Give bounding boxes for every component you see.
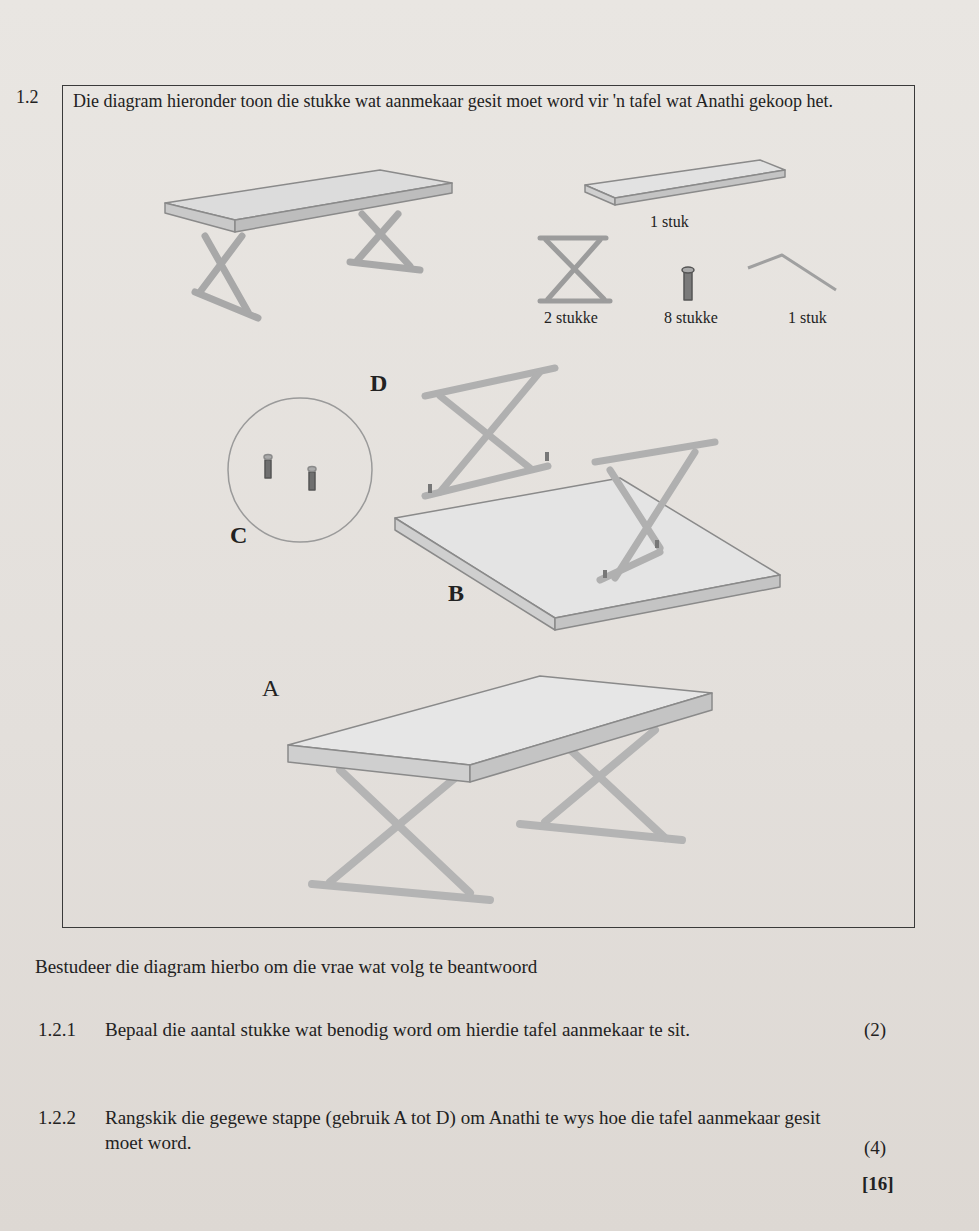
question-number: 1.2.1 bbox=[38, 1018, 76, 1043]
question-number: 1.2 bbox=[16, 86, 39, 109]
part-count: 1 stuk bbox=[788, 308, 827, 329]
step-letter: D bbox=[370, 368, 387, 399]
part-count: 2 stukke bbox=[544, 308, 598, 329]
mark: (2) bbox=[864, 1018, 886, 1043]
instruction: Bestudeer die diagram hierbo om die vrae… bbox=[35, 955, 537, 980]
question-text: Bepaal die aantal stukke wat benodig wor… bbox=[105, 1018, 825, 1043]
question-number: 1.2.2 bbox=[38, 1106, 76, 1131]
total-mark: [16] bbox=[862, 1172, 894, 1197]
diagram-frame: Die diagram hieronder toon die stukke wa… bbox=[62, 85, 915, 928]
step-letter: A bbox=[262, 673, 279, 704]
intro-text: Die diagram hieronder toon die stukke wa… bbox=[63, 86, 883, 116]
step-letter: C bbox=[230, 520, 247, 551]
mark: (4) bbox=[864, 1136, 886, 1161]
part-count: 8 stukke bbox=[664, 308, 718, 329]
question-text: Rangskik die gegewe stappe (gebruik A to… bbox=[105, 1106, 825, 1155]
step-letter: B bbox=[448, 578, 464, 609]
part-count: 1 stuk bbox=[650, 212, 689, 233]
